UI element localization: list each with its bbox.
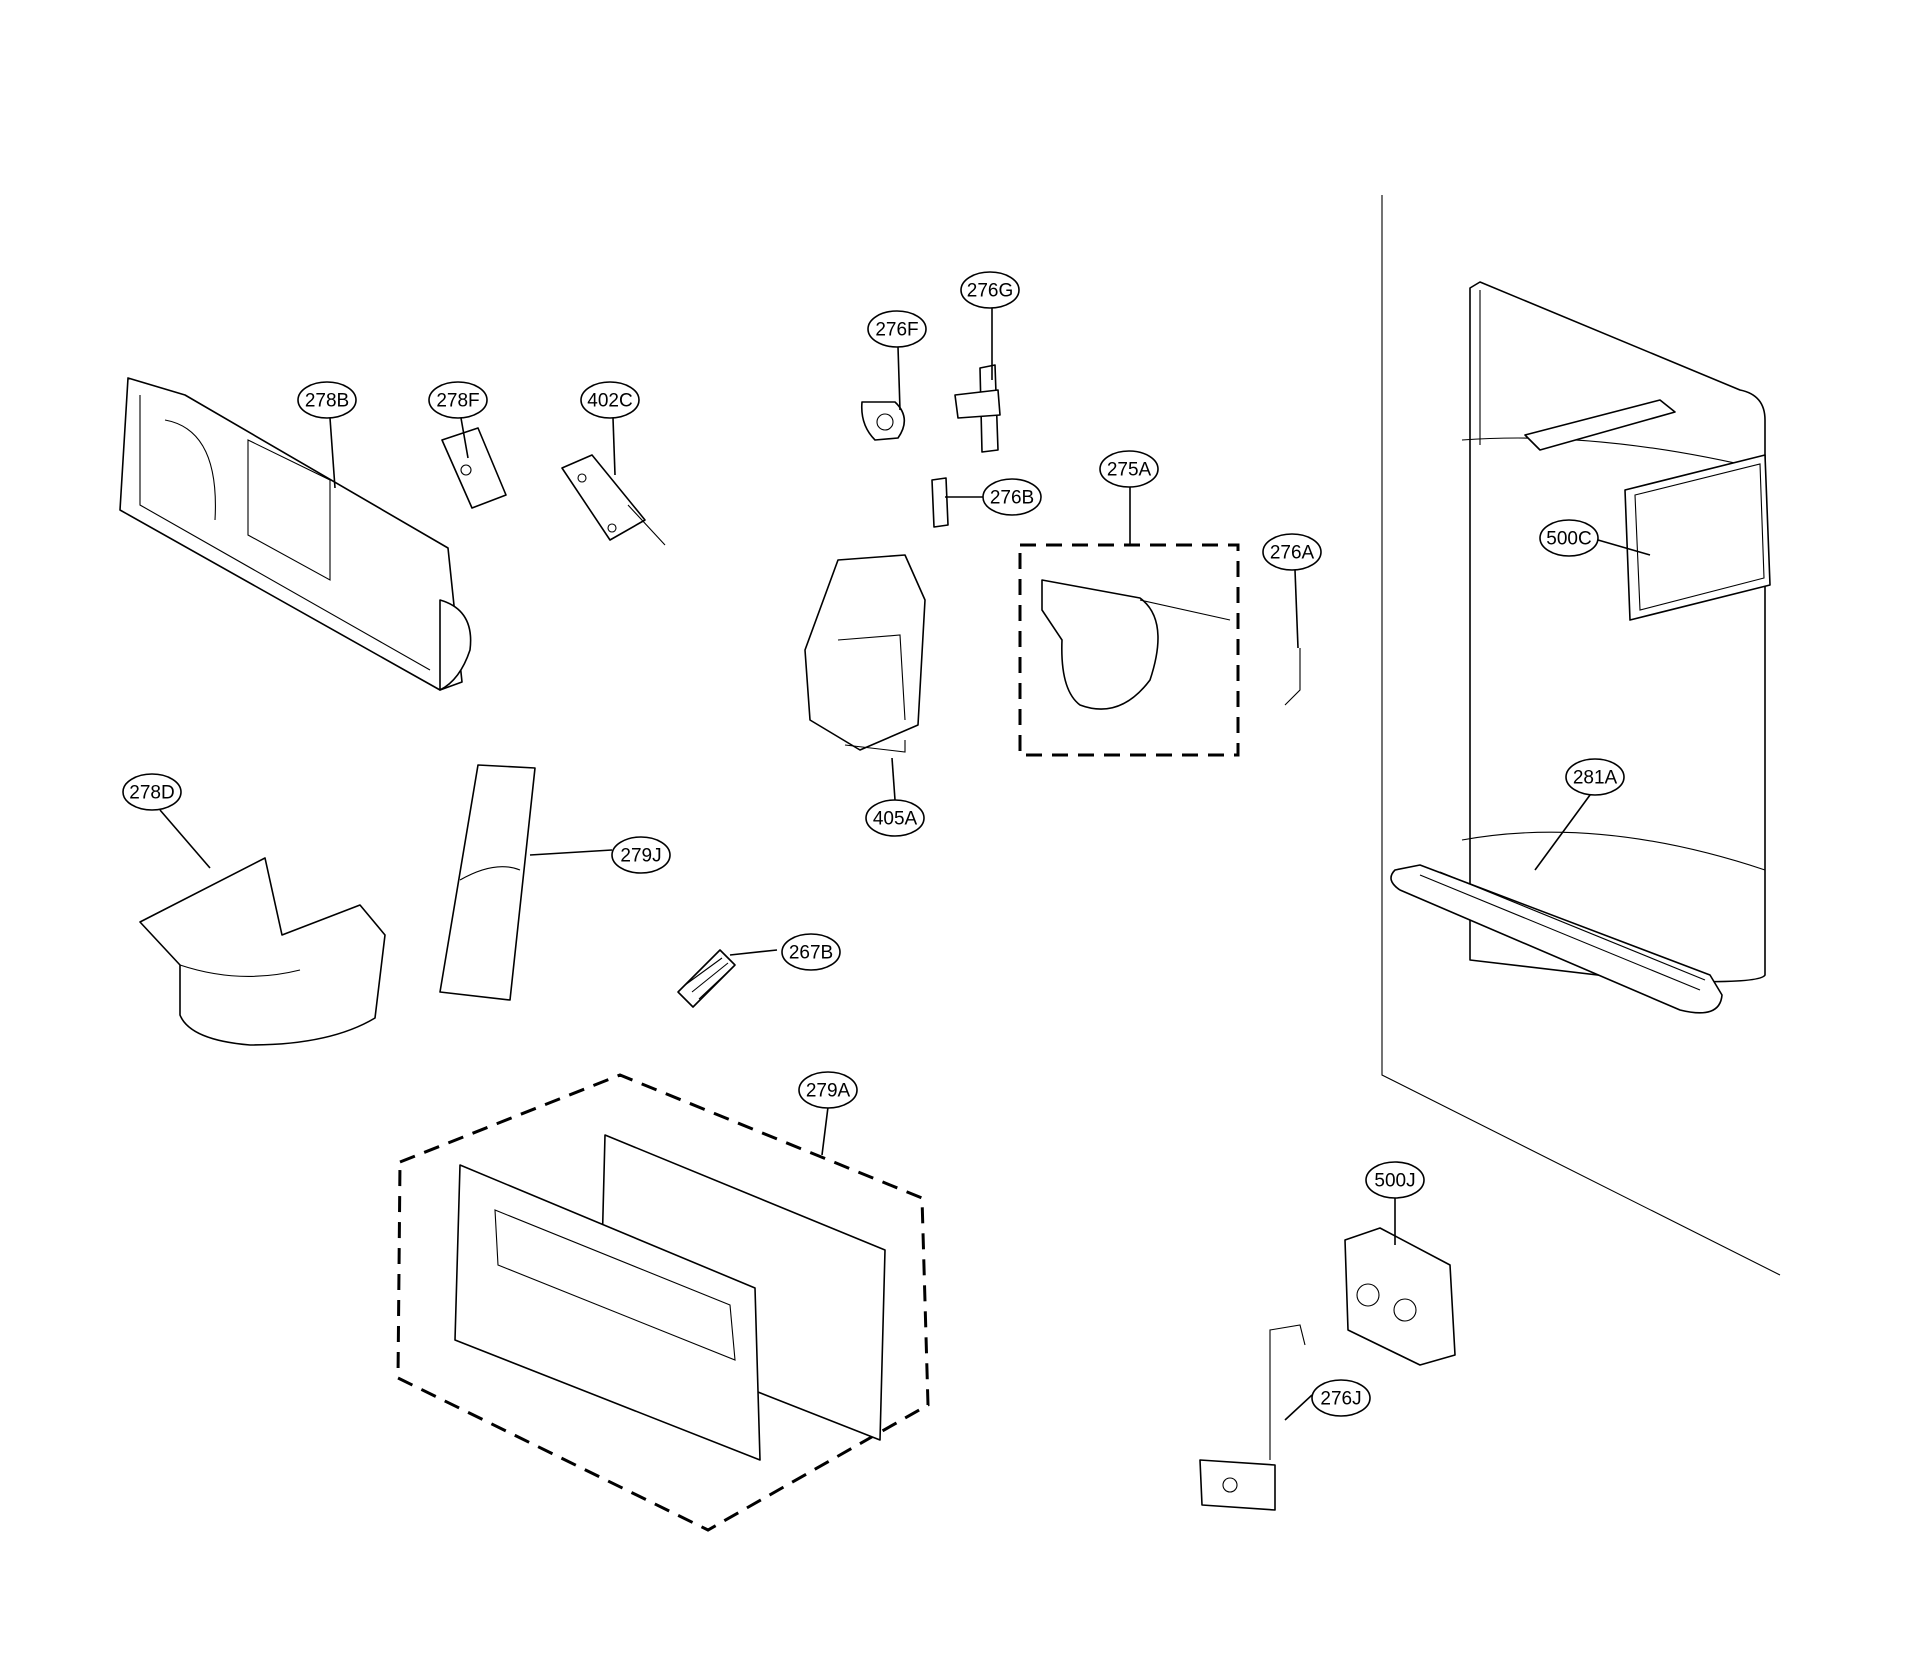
callout-label: 278B — [305, 391, 349, 412]
callout-281A: 281A — [1565, 758, 1625, 796]
switch-box-part — [1344, 1227, 1456, 1366]
callout-278F: 278F — [428, 381, 488, 419]
callout-label: 275A — [1107, 460, 1152, 481]
callout-label: 500J — [1374, 1171, 1415, 1192]
callout-275A: 275A — [1099, 450, 1159, 488]
knob-part — [860, 401, 906, 441]
callout-label: 402C — [587, 391, 632, 412]
callout-label: 405A — [873, 809, 918, 830]
callout-276J: 276J — [1311, 1379, 1371, 1417]
paddle-part — [439, 764, 536, 1001]
callout-label: 278D — [129, 783, 174, 804]
actuator-part — [804, 554, 926, 753]
callout-label: 276G — [967, 281, 1013, 302]
callout-label: 276A — [1270, 543, 1315, 564]
callout-279J: 279J — [611, 836, 671, 874]
callout-267B: 267B — [781, 933, 841, 971]
callout-279A: 279A — [798, 1071, 858, 1109]
callout-label: 267B — [789, 943, 833, 964]
callout-label: 278F — [436, 391, 479, 412]
clip-part — [931, 477, 949, 528]
bracket-part — [954, 364, 1001, 453]
plate-part — [441, 427, 507, 509]
control-board — [1624, 454, 1771, 621]
door-panel — [1381, 195, 1781, 1276]
chute-part — [139, 857, 386, 1046]
lever-part — [1199, 1324, 1306, 1511]
spring-small-part — [1284, 648, 1301, 706]
flap-part — [1018, 543, 1240, 757]
callout-label: 276B — [990, 488, 1034, 509]
callout-label: 276J — [1320, 1389, 1361, 1410]
control-panel-part — [396, 1073, 930, 1532]
callout-276F: 276F — [867, 310, 927, 348]
callout-276B: 276B — [982, 478, 1042, 516]
callout-405A: 405A — [865, 799, 925, 837]
callout-label: 279J — [620, 846, 661, 867]
callout-label: 279A — [806, 1081, 851, 1102]
callout-500C: 500C — [1539, 519, 1599, 557]
coil-spring-part — [677, 949, 736, 1008]
callout-label: 276F — [875, 320, 918, 341]
callout-402C: 402C — [580, 381, 640, 419]
callout-label: 281A — [1573, 768, 1618, 789]
callout-276A: 276A — [1262, 533, 1322, 571]
callout-500J: 500J — [1365, 1161, 1425, 1199]
dispenser-tray — [1390, 864, 1723, 1014]
callout-label: 500C — [1546, 529, 1591, 550]
switch-part — [561, 454, 666, 546]
callout-278B: 278B — [297, 381, 357, 419]
leader-lines — [159, 308, 1651, 1421]
callout-276G: 276G — [960, 271, 1020, 309]
callout-278D: 278D — [122, 773, 182, 811]
housing-part — [119, 377, 472, 691]
